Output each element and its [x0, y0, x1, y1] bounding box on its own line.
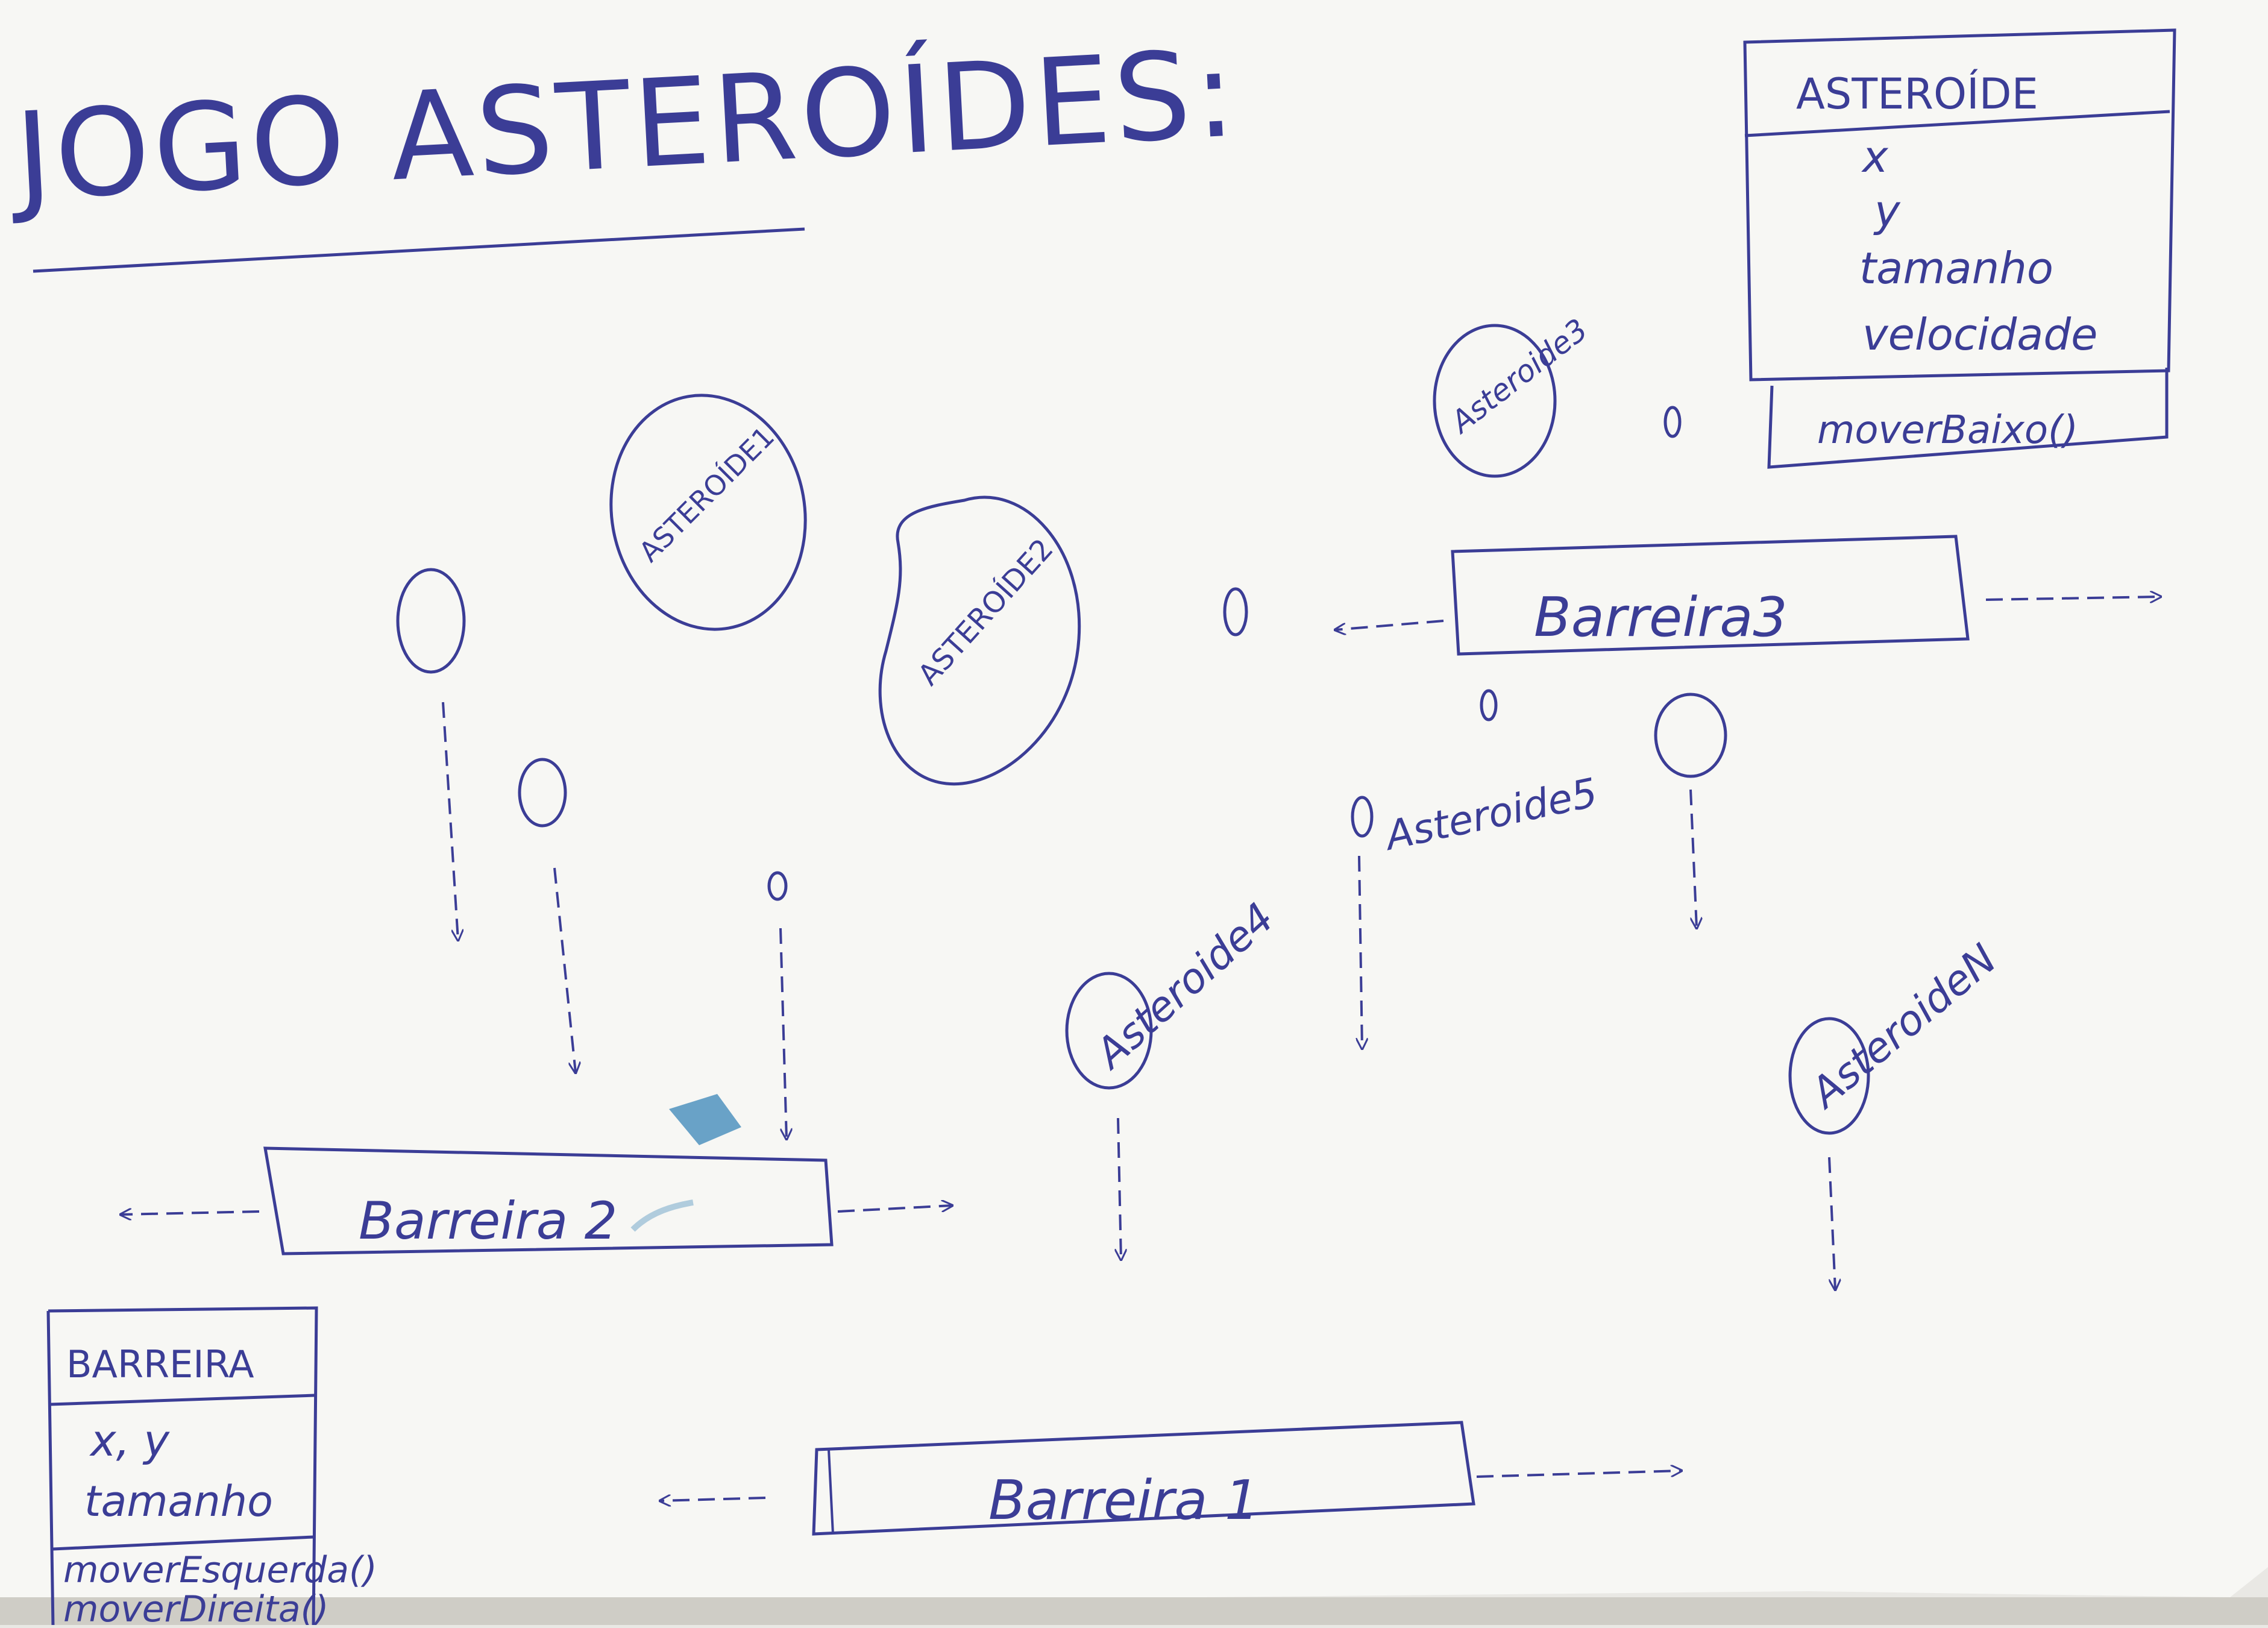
small-asteroid-fall-arrow — [779, 928, 787, 1139]
asteroid-attr-x: x — [1861, 131, 1889, 182]
barrier-attr-tamanho: tamanho — [84, 1477, 273, 1526]
barrier-2-right-arrow — [837, 1205, 952, 1213]
barrier-method-moverDireita: moverDireita() — [63, 1588, 328, 1625]
small-asteroid-fall-arrow — [553, 867, 576, 1073]
barrier-attr-xy: x, y — [89, 1415, 170, 1466]
small-asteroid — [1480, 689, 1498, 721]
small-asteroid — [1663, 406, 1682, 438]
barrier-1-right-arrow — [1476, 1471, 1682, 1478]
asteroid-n-fall-arrow — [1828, 1157, 1835, 1290]
small-asteroid — [396, 568, 466, 674]
barrier-2-left-arrow — [121, 1212, 260, 1215]
barrier-3: Barreira3 — [1335, 535, 2161, 656]
barrier-2-label: Barreira 2 — [359, 1191, 617, 1251]
small-asteroid — [1223, 587, 1248, 636]
asteroid-attr-velocidade: velocidade — [1862, 309, 2097, 360]
barrier-1-left-arrow — [660, 1498, 766, 1501]
barrier-class-name: BARREIRA — [66, 1342, 254, 1386]
asteroid-class-name: ASTEROÍDE — [1796, 69, 2038, 119]
barrier-2: Barreira 2 — [121, 1146, 952, 1256]
small-asteroid — [767, 871, 788, 901]
asteroid-attr-y: y — [1873, 186, 1901, 236]
barrier-1-label: Barreira 1 — [988, 1469, 1259, 1532]
asteroid-attr-tamanho: tamanho — [1859, 243, 2053, 294]
asteroid-5-fall-arrow — [1359, 855, 1362, 1049]
small-asteroid — [1654, 693, 1727, 778]
barrier-method-moverEsquerda: moverEsquerda() — [63, 1549, 377, 1591]
title-underline — [33, 227, 805, 273]
barrier-1: Barreira 1 — [660, 1421, 1682, 1536]
table-edge — [0, 1597, 2268, 1625]
barrier-3-label: Barreira3 — [1534, 586, 1788, 649]
ink-blot — [630, 1094, 741, 1232]
small-asteroid-fall-arrow — [442, 702, 458, 940]
small-asteroids — [396, 406, 1727, 1139]
asteroid-method-moverBaixo: moverBaixo() — [1817, 408, 2078, 453]
barrier-3-left-arrow — [1335, 620, 1444, 630]
barrier-3-right-arrow — [1985, 597, 2161, 600]
small-asteroid — [518, 758, 567, 828]
asteroid-class-box: ASTEROÍDE x y tamanho velocidade moverBa… — [1743, 28, 2176, 469]
barrier-class-box: BARREIRA x, y tamanho moverEsquerda() mo… — [46, 1306, 377, 1628]
